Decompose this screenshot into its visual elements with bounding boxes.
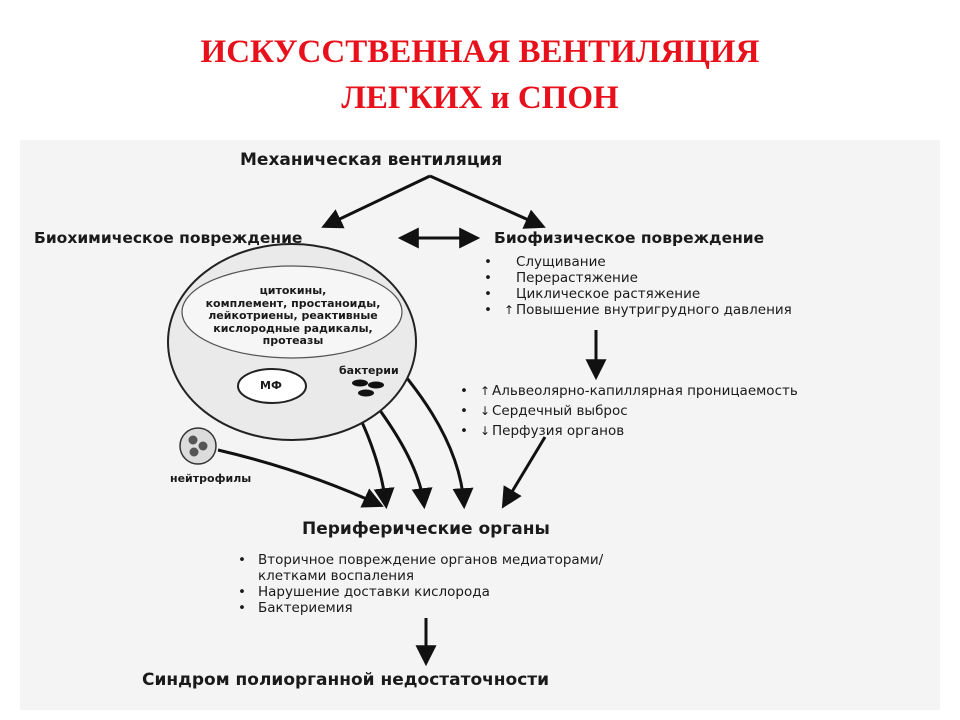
slide-title-line-2: ЛЕГКИХ и СПОН — [341, 80, 619, 116]
arrow-top-to-right — [429, 174, 546, 229]
bacteria-label: бактерии — [339, 364, 399, 377]
list-item: •Слущивание — [484, 254, 606, 270]
node-mechanical-ventilation: Механическая вентиляция — [240, 150, 503, 170]
arrow-mid-to-periph — [501, 436, 547, 509]
node-biochemical-injury: Биохимическое повреждение — [34, 229, 303, 247]
list-item: •Циклическое растяжение — [484, 286, 701, 302]
list-item: клетками воспаления — [258, 568, 415, 584]
node-biophysical-injury: Биофизическое повреждение — [494, 229, 765, 247]
macrophage-cell — [237, 368, 307, 404]
list-item: •↑Альвеолярно-капиллярная проницаемость — [460, 383, 798, 399]
list-item: •Перерастяжение — [484, 270, 638, 286]
list-item: •↑Повышение внутригрудного давления — [484, 302, 792, 318]
arrow-top-to-left — [321, 174, 431, 229]
neutrophil-nuclei — [188, 435, 208, 457]
alveolus-inner — [181, 265, 403, 359]
arrow-neutrophil-to-periph — [217, 448, 384, 508]
mediators-text: цитокины, комплемент, простаноиды, лейко… — [205, 284, 381, 347]
neutrophils-label: нейтрофилы — [170, 472, 252, 485]
list-item: •Нарушение доставки кислорода — [238, 584, 490, 600]
node-mods: Синдром полиорганной недостаточности — [142, 670, 550, 690]
slide-title-line-1: ИСКУССТВЕННАЯ ВЕНТИЛЯЦИЯ — [200, 34, 760, 70]
list-item: •Вторичное повреждение органов медиатора… — [238, 552, 604, 568]
peripheral-list: •Вторичное повреждение органов медиатора… — [238, 552, 603, 616]
macrophage-label: МФ — [260, 379, 282, 392]
node-peripheral-organs: Периферические органы — [302, 519, 550, 539]
biophysical-list: •Слущивание •Перерастяжение •Циклическое… — [484, 254, 792, 318]
list-item: •Бактериемия — [238, 600, 353, 616]
list-item: •↓Перфузия органов — [460, 423, 625, 439]
bacteria-shapes — [352, 379, 384, 397]
list-item: •↓Сердечный выброс — [460, 403, 628, 419]
arrow-cell-to-periph-2 — [374, 404, 433, 510]
neutrophil-cell — [179, 427, 217, 465]
hemodynamic-list: •↑Альвеолярно-капиллярная проницаемость … — [460, 381, 798, 441]
